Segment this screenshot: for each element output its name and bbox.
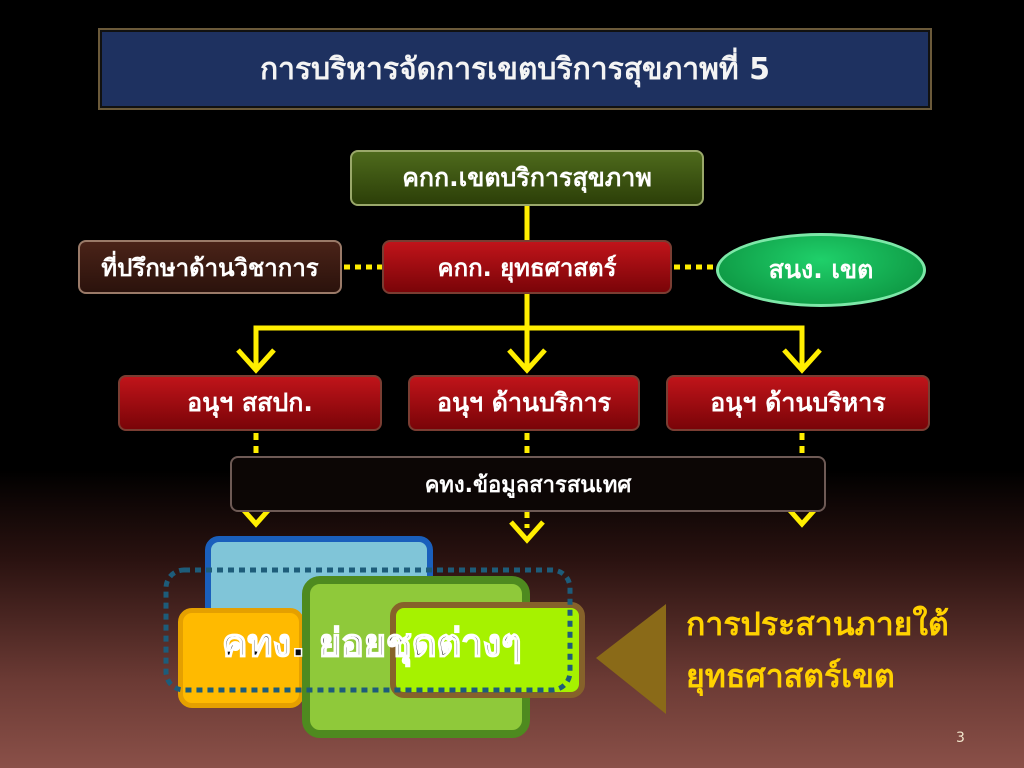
it-working-group-label: คทง.ข้อมูลสารสนเทศ <box>424 472 632 498</box>
coordination-note-line1: การประสานภายใต้ <box>686 605 949 643</box>
sub-sspk-label: อนุฯ สสปก. <box>187 388 313 417</box>
health-region-committee-label: คกก.เขตบริการสุขภาพ <box>402 163 652 192</box>
dotted-arrow-left <box>238 504 274 528</box>
dotted-arrow-center <box>509 520 545 544</box>
sub-sspk-box: อนุฯ สสปก. <box>118 375 382 431</box>
sub-admin-label: อนุฯ ด้านบริหาร <box>710 388 886 417</box>
slide-title: การบริหารจัดการเขตบริการสุขภาพที่ 5 <box>259 51 771 87</box>
sub-service-label: อนุฯ ด้านบริการ <box>436 388 612 417</box>
connector-branch-bar <box>253 325 805 368</box>
strategy-committee-label: คกก. ยุทธศาสตร์ <box>437 253 617 282</box>
dotted-arrow-right <box>784 504 820 528</box>
dotted-outline-rect <box>163 567 573 693</box>
arrow-head-right <box>782 348 822 374</box>
slide-title-bar: การบริหารจัดการเขตบริการสุขภาพที่ 5 <box>98 28 932 110</box>
regional-office-oval: สนง. เขต <box>716 233 926 307</box>
sub-working-groups-label: คทง. ย่อยชุดต่างๆ <box>221 620 522 666</box>
coordination-note: การประสานภายใต้ ยุทธศาสตร์เขต <box>686 598 949 702</box>
academic-advisor-label: ที่ปรึกษาด้านวิชาการ <box>101 253 319 282</box>
arrow-head-left <box>236 348 276 374</box>
page-number: 3 <box>956 730 965 746</box>
sub-service-box: อนุฯ ด้านบริการ <box>408 375 640 431</box>
pointer-triangle <box>596 604 666 714</box>
health-region-committee-box: คกก.เขตบริการสุขภาพ <box>350 150 704 206</box>
coordination-note-line2: ยุทธศาสตร์เขต <box>686 657 895 695</box>
lime-rect <box>390 602 585 698</box>
strategy-committee-box: คกก. ยุทธศาสตร์ <box>382 240 672 294</box>
it-working-group-bar: คทง.ข้อมูลสารสนเทศ <box>230 456 826 512</box>
sub-admin-box: อนุฯ ด้านบริหาร <box>666 375 930 431</box>
arrow-head-center <box>507 348 547 374</box>
academic-advisor-box: ที่ปรึกษาด้านวิชาการ <box>78 240 342 294</box>
regional-office-label: สนง. เขต <box>768 255 874 284</box>
